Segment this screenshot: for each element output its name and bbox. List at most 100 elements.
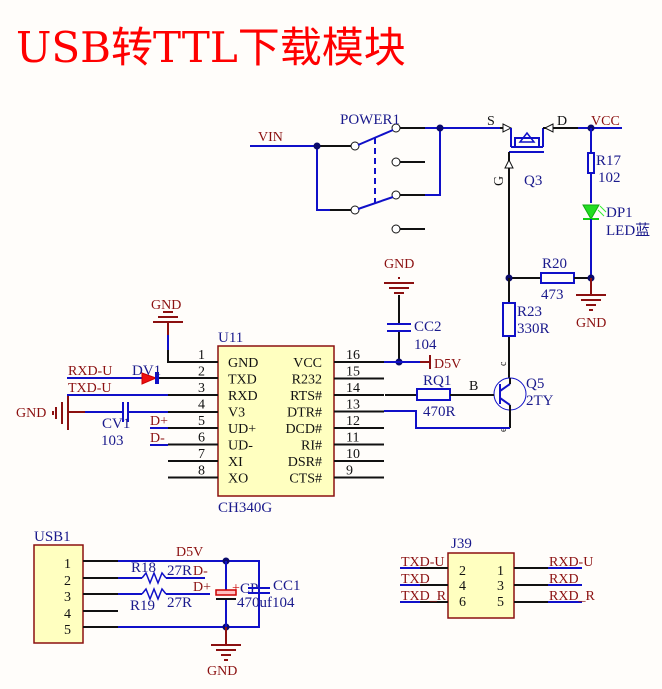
gnd-symbol bbox=[153, 311, 183, 335]
u11-pin-num: 14 bbox=[346, 381, 360, 396]
u11-pin-num: 13 bbox=[346, 398, 360, 413]
net-label-rxd-u: RXD-U bbox=[549, 555, 593, 570]
u11-pin-name: VCC bbox=[293, 356, 322, 371]
q3-ref: Q3 bbox=[524, 173, 542, 189]
capacitor-cc2[interactable]: GND CC2 104 bbox=[384, 257, 442, 366]
rq1-ref: RQ1 bbox=[423, 373, 451, 389]
usb1-pin-1: 1 bbox=[64, 557, 71, 572]
wire-dtr bbox=[384, 410, 510, 429]
junction bbox=[436, 124, 444, 132]
r19-value: 27R bbox=[167, 595, 192, 611]
cp-value: 470uf bbox=[237, 595, 272, 611]
u11-part: CH340G bbox=[218, 500, 272, 516]
cc2-value: 104 bbox=[414, 337, 437, 353]
led-ref: DP1 bbox=[606, 205, 633, 221]
net-label-d-plus: D+ bbox=[150, 414, 168, 429]
resistor-r18[interactable]: R18 27R bbox=[118, 560, 205, 586]
usb1-pin-wires bbox=[83, 560, 118, 628]
u11-pin-name: RI# bbox=[301, 439, 322, 454]
q3-pin-d: D bbox=[557, 114, 567, 129]
transistor-q5[interactable]: c e Q5 2TY bbox=[493, 361, 554, 432]
j39-ref: J39 bbox=[451, 536, 472, 552]
ic-u11[interactable]: U11 CH340G bbox=[217, 330, 335, 516]
j39-left-wires bbox=[420, 567, 448, 603]
wire-switch-out bbox=[425, 127, 500, 196]
usb1-pin-2: 2 bbox=[64, 574, 71, 589]
net-label-rxd: RXD bbox=[549, 572, 579, 587]
net-label-d-minus: D- bbox=[150, 431, 165, 446]
cc2-ref: CC2 bbox=[414, 319, 442, 335]
r20-value: 473 bbox=[541, 287, 564, 303]
net-label-d5v: D5V bbox=[434, 357, 461, 372]
resistor-r19[interactable]: R19 27R bbox=[118, 586, 210, 614]
u11-pin-num: 7 bbox=[198, 447, 205, 462]
net-label-rxd-u: RXD-U bbox=[68, 364, 112, 379]
u11-pin-num: 12 bbox=[346, 414, 360, 429]
u11-pin-num: 6 bbox=[198, 431, 205, 446]
net-label-txd-u: TXD-U bbox=[68, 381, 112, 396]
switch-power1[interactable] bbox=[350, 123, 425, 234]
net-label-rxd-r: RXD_R bbox=[549, 589, 596, 604]
j39-pin-1: 1 bbox=[497, 564, 504, 579]
r18-value: 27R bbox=[167, 563, 192, 579]
power-switch-section: VIN POWER1 bbox=[250, 112, 500, 234]
u11-pin-num: 2 bbox=[198, 365, 205, 380]
u11-pin-name: GND bbox=[228, 356, 258, 371]
gnd-label: GND bbox=[151, 298, 181, 313]
usb1-pin-4: 4 bbox=[64, 607, 71, 622]
u11-pin-name: XI bbox=[228, 455, 243, 470]
u11-pin-name: V3 bbox=[228, 406, 245, 421]
net-label-vcc: VCC bbox=[591, 114, 620, 129]
u11-pin-name: XO bbox=[228, 472, 248, 487]
gnd-label: GND bbox=[576, 316, 606, 331]
net-label-d5v: D5V bbox=[176, 545, 203, 560]
resistor-r23[interactable]: R23 330R bbox=[502, 278, 550, 378]
net-label-b: B bbox=[469, 379, 478, 394]
header-j39[interactable]: J39 2 4 6 1 3 5 bbox=[447, 536, 515, 619]
r20-ref: R20 bbox=[542, 256, 567, 272]
u11-pin-name: UD+ bbox=[228, 422, 256, 437]
net-label-txd-r: TXD_R bbox=[401, 589, 447, 604]
u11-pin-num: 3 bbox=[198, 381, 205, 396]
u11-pin-name: CTS# bbox=[289, 472, 322, 487]
r18-ref: R18 bbox=[131, 560, 156, 576]
resistor-r17[interactable]: R17 102 bbox=[587, 128, 622, 203]
net-label-txd: TXD bbox=[401, 572, 430, 587]
diode-dv1[interactable]: DV1 bbox=[132, 363, 218, 385]
u11-pin-num: 8 bbox=[198, 464, 205, 479]
r23-value: 330R bbox=[517, 321, 550, 337]
u11-pin-num: 11 bbox=[346, 431, 359, 446]
q5-pin-c: c bbox=[498, 361, 509, 366]
d5v-port bbox=[420, 355, 431, 369]
led-dp1[interactable]: DP1 LED蓝 bbox=[582, 204, 650, 296]
usb-connector-usb1[interactable]: USB1 1 2 3 4 5 bbox=[33, 529, 84, 644]
mosfet-q3[interactable]: S D G Q3 bbox=[487, 114, 578, 275]
cc1-value: 104 bbox=[272, 595, 295, 611]
usb1-ref: USB1 bbox=[34, 529, 71, 545]
j39-left-wires-blue bbox=[400, 567, 420, 603]
r17-ref: R17 bbox=[596, 153, 622, 169]
u11-pin-name: R232 bbox=[292, 373, 322, 388]
net-label-d-minus: D- bbox=[193, 564, 208, 579]
resistor-rq1[interactable]: RQ1 470R B bbox=[385, 373, 494, 420]
u11-pin-name: UD- bbox=[228, 439, 253, 454]
label-power1: POWER1 bbox=[340, 112, 400, 128]
u11-pin-num: 10 bbox=[346, 447, 360, 462]
rq1-value: 470R bbox=[423, 404, 456, 420]
j39-right-wires-blue bbox=[548, 567, 582, 603]
net-label-d-plus: D+ bbox=[193, 580, 211, 595]
capacitor-cv1[interactable]: CV1 103 bbox=[52, 396, 218, 449]
gnd-label: GND bbox=[207, 664, 237, 679]
r19-ref: R19 bbox=[130, 598, 155, 614]
capacitor-cc1[interactable]: CC1 104 bbox=[248, 578, 301, 611]
u11-pin-num: 16 bbox=[346, 348, 360, 363]
resistor-r20[interactable]: R20 473 bbox=[505, 256, 595, 303]
u11-pin-name: DCD# bbox=[285, 422, 322, 437]
u11-pin-num: 9 bbox=[346, 464, 353, 479]
usb1-pin-3: 3 bbox=[64, 590, 71, 605]
net-label-vin: VIN bbox=[258, 130, 283, 145]
j39-pin-2: 2 bbox=[459, 564, 466, 579]
u11-pin-name: RXD bbox=[228, 389, 258, 404]
u11-pin-name: DTR# bbox=[287, 406, 322, 421]
